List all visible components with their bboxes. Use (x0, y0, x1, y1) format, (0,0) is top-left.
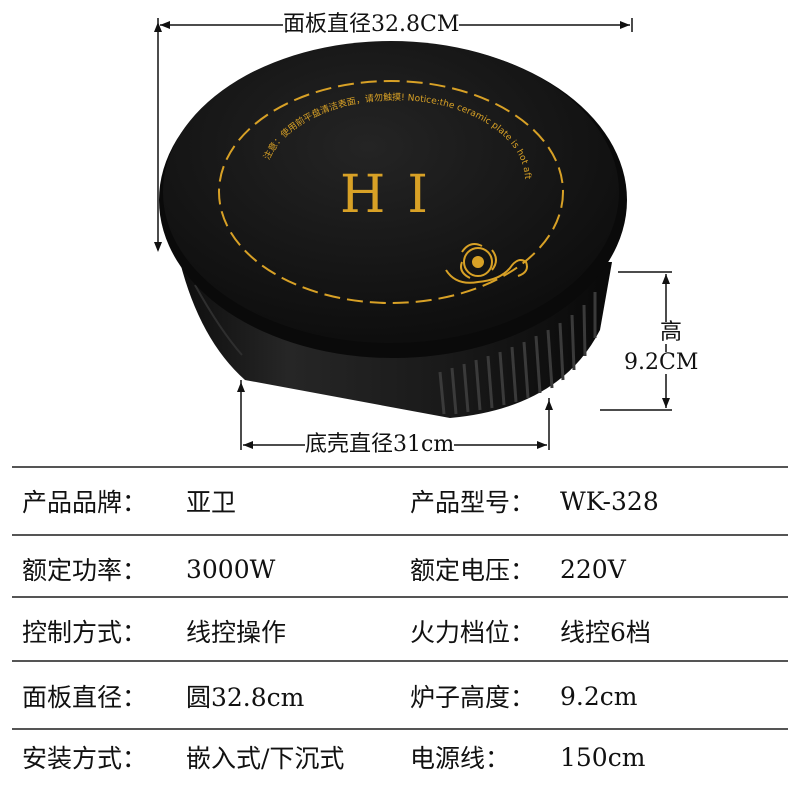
spec-value: 9.2cm (560, 681, 638, 711)
product-figure: 注意：使用前平盘清洁表面，请勿触摸! Notice:the ceramic pl… (0, 0, 699, 457)
spec-label: 面板直径： (22, 683, 148, 712)
spec-label: 炉子高度： (410, 683, 536, 712)
spec-label: 安装方式： (22, 744, 148, 773)
height-value: 9.2CM (624, 350, 699, 375)
spec-label: 电源线： (410, 744, 511, 773)
height-label: 高 (660, 320, 683, 345)
flower-ornament-icon (445, 243, 528, 284)
spec-row: 安装方式： 嵌入式/下沉式 电源线： 150cm (12, 724, 788, 790)
spec-value: 嵌入式/下沉式 (186, 744, 345, 773)
spec-label: 额定功率： (22, 556, 148, 585)
spec-label: 产品品牌： (22, 488, 148, 517)
spec-value: 线控6档 (560, 618, 651, 647)
induction-cooker-illustration: 注意：使用前平盘清洁表面，请勿触摸! Notice:the ceramic pl… (0, 0, 672, 450)
spec-label: 产品型号： (410, 488, 536, 517)
spec-label: 额定电压： (410, 556, 536, 585)
spec-value: 3000W (186, 554, 276, 584)
spec-divider (12, 728, 788, 730)
panel-diameter-label: 面板直径32.8CM (283, 12, 460, 37)
hi-logo: HI (340, 165, 450, 225)
spec-value: 线控操作 (186, 618, 287, 647)
spec-divider (12, 466, 788, 468)
spec-row: 产品品牌： 亚卫 产品型号： WK-328 (12, 468, 788, 534)
spec-value: 220V (560, 554, 626, 584)
spec-row: 额定功率： 3000W 额定电压： 220V (12, 536, 788, 602)
spec-row: 控制方式： 线控操作 火力档位： 线控6档 (12, 598, 788, 664)
base-diameter-label: 底壳直径31cm (305, 432, 455, 457)
spec-divider (12, 660, 788, 662)
cooker-top-panel: 注意：使用前平盘清洁表面，请勿触摸! Notice:the ceramic pl… (0, 0, 627, 358)
spec-divider (12, 596, 788, 598)
spec-row: 面板直径： 圆32.8cm 炉子高度： 9.2cm (12, 663, 788, 729)
spec-value: 圆32.8cm (186, 683, 305, 712)
spec-label: 控制方式： (22, 618, 148, 647)
spec-value: 150cm (560, 742, 646, 772)
spec-value: WK-328 (560, 486, 659, 516)
spec-label: 火力档位： (410, 618, 536, 647)
spec-divider (12, 534, 788, 536)
spec-table: 产品品牌： 亚卫 产品型号： WK-328 额定功率： 3000W 额定电压： … (0, 466, 800, 800)
spec-value: 亚卫 (186, 488, 237, 517)
vent-fins (438, 292, 597, 415)
